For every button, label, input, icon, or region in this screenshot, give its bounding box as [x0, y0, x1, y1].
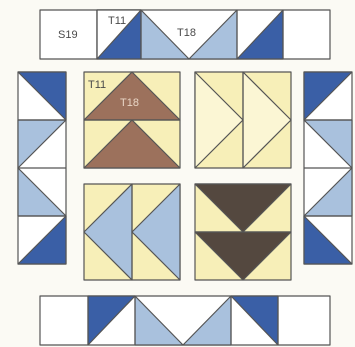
- block-blue-arrows: [84, 184, 180, 280]
- label-top-t18: T18: [177, 27, 196, 39]
- right-border-strip: [304, 72, 352, 264]
- label-block-t11: T11: [88, 79, 106, 91]
- label-top-t11: T11: [108, 15, 126, 27]
- label-s19: S19: [58, 29, 78, 41]
- bottom-border-strip: [40, 296, 330, 345]
- block-cream-arrows: [195, 72, 291, 168]
- label-block-t18: T18: [120, 97, 139, 109]
- left-border-strip: [18, 72, 66, 264]
- block-dark-brown-triangles: [195, 184, 291, 280]
